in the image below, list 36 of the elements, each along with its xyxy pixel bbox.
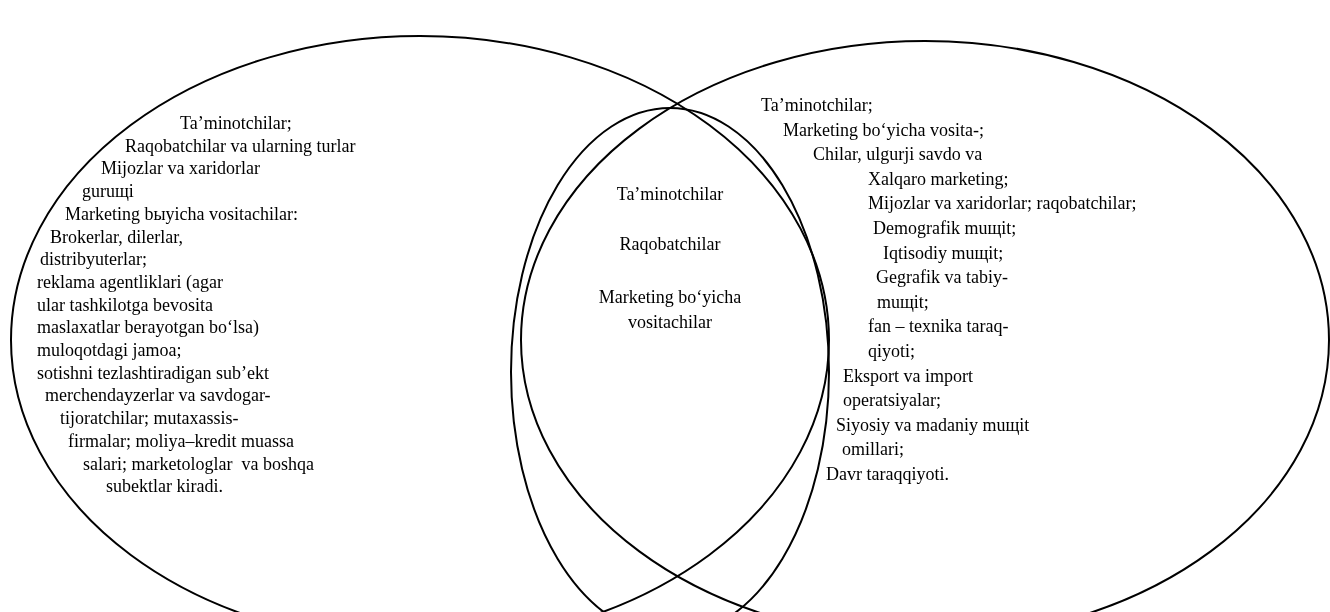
list-line: Xalqaro marketing; [868,168,1009,189]
list-line: muloqotdagi jamoa; [37,340,182,360]
list-line: subektlar kiradi. [106,476,223,497]
list-line: Marketing bыyicha vositachilar: [65,203,299,224]
overlap-label: Marketing bo‘yicha vositachilar [597,286,743,334]
list-line: ular tashkilotga bevosita [37,294,213,315]
list-line: guruщi [82,181,134,202]
list-line: Brokerlar, dilerlar, [50,226,183,247]
list-line: Demografik muщit; [873,218,1017,238]
overlap-label: Raqobatchilar [618,233,722,256]
list-line: omillari; [842,439,904,460]
list-line: muщit; [877,291,929,312]
list-line: Iqtisodiy muщit; [883,242,1004,263]
list-line: sotishni tezlashtiradigan sub’ekt [37,362,269,383]
list-line: merchendayzerlar va savdogar- [45,385,271,406]
list-line: distribyuterlar; [40,249,147,270]
list-line: Davr taraqqiyoti. [826,464,949,484]
list-line: Raqobatchilar va ularning turlar [125,135,356,156]
list-line: Ta’minotchilar; [761,95,873,115]
list-line: Mijozlar va xaridorlar; raqobatchilar; [868,193,1137,214]
list-line: Marketing bo‘yicha vosita-; [783,119,984,140]
list-line: fan – texnika taraq- [868,316,1009,337]
list-line: Mijozlar va xaridorlar [101,158,260,179]
list-line: Gegrafik va tabiy- [876,267,1008,288]
list-line: firmalar; moliya–kredit muassa [68,430,294,451]
overlap-label: Ta’minotchilar [615,183,725,206]
list-line: Siyosiy va madaniy muщit [836,414,1030,435]
list-line: reklama agentliklari (agar [37,271,223,292]
list-line: Eksport va import [843,365,973,386]
list-line: salari; marketologlar va boshqa [83,453,314,474]
list-line: Ta’minotchilar; [180,113,292,133]
list-line: tijoratchilar; mutaxassis- [60,408,239,429]
list-line: qiyoti; [868,341,915,361]
list-line: maslaxatlar berayotgan bo‘lsa) [37,317,259,338]
list-line: operatsiyalar; [843,390,941,411]
list-line: Chilar, ulgurji savdo va [813,144,983,165]
